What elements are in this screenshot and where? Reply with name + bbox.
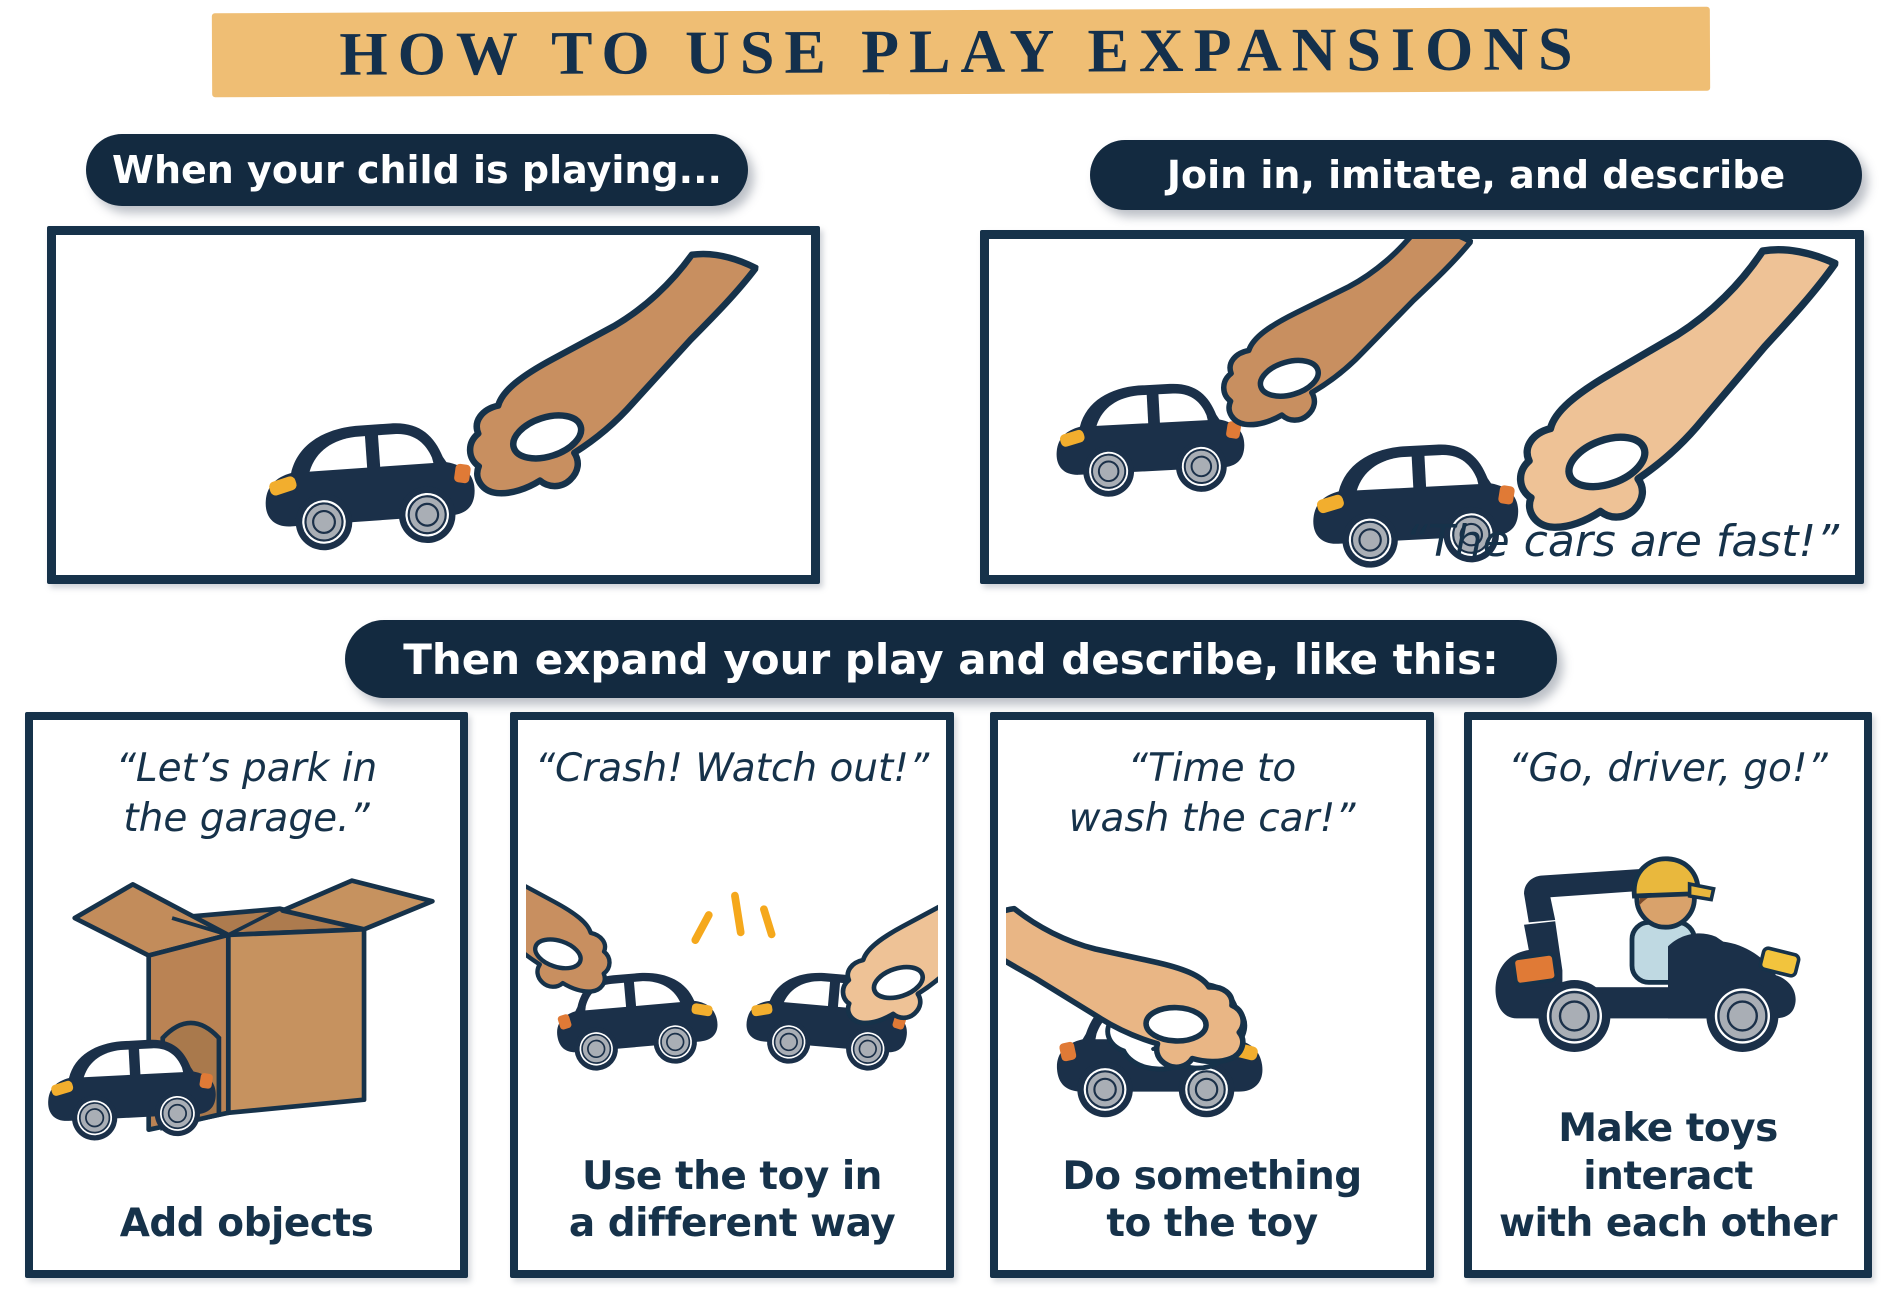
when-child-playing-label: When your child is playing... xyxy=(112,148,722,192)
adult-hand-icon xyxy=(840,835,938,1040)
child-playing-frame xyxy=(47,226,820,584)
child-hand-icon xyxy=(466,235,757,518)
panel-do-something: “Time to wash the car!” Do something to … xyxy=(990,712,1434,1278)
panel-caption: Add objects xyxy=(119,1201,374,1247)
title-banner: HOW TO USE PLAY EXPANSIONS xyxy=(211,6,1711,98)
cars-crashing-illustration xyxy=(526,828,938,1075)
cars-are-fast-quote: “The cars are fast!” xyxy=(1405,516,1839,567)
expand-play-pill: Then expand your play and describe, like… xyxy=(345,620,1557,698)
panel-caption: Make toys interact with each other xyxy=(1499,1106,1838,1247)
driver-cap xyxy=(1631,855,1701,899)
panel-art xyxy=(518,794,946,1153)
washing-car-illustration xyxy=(1006,858,1264,1138)
toy-car-icon xyxy=(1052,379,1248,501)
panel-art xyxy=(998,844,1426,1153)
driver-in-car-illustration xyxy=(1495,855,1801,1052)
panel-caption: Use the toy in a different way xyxy=(568,1153,896,1247)
panel-caption: Do something to the toy xyxy=(1062,1153,1362,1247)
page-title: HOW TO USE PLAY EXPANSIONS xyxy=(339,14,1583,89)
when-child-playing-pill: When your child is playing... xyxy=(86,134,748,206)
child-hand-icon xyxy=(526,828,612,1008)
join-imitate-label: Join in, imitate, and describe xyxy=(1166,153,1786,197)
panel-quote: “Go, driver, go!” xyxy=(1508,746,1828,791)
crash-sparks-icon xyxy=(691,892,776,945)
car-in-box-garage-illustration xyxy=(43,878,435,1144)
panel-different-way: “Crash! Watch out!” xyxy=(510,712,954,1278)
child-pushing-car-illustration xyxy=(259,235,811,556)
join-imitate-pill: Join in, imitate, and describe xyxy=(1090,140,1862,210)
panel-art xyxy=(1472,794,1864,1105)
panel-art xyxy=(33,844,460,1201)
panel-quote: “Time to wash the car!” xyxy=(1068,746,1356,841)
driver-cap-brim xyxy=(1687,881,1716,902)
panel-quote: “Let’s park in the garage.” xyxy=(115,746,378,841)
panel-add-objects: “Let’s park in the garage.” Add objects xyxy=(25,712,468,1278)
expand-play-label: Then expand your play and describe, like… xyxy=(403,634,1499,684)
join-imitate-frame: “The cars are fast!” xyxy=(980,230,1864,584)
adult-hand-icon xyxy=(1517,239,1836,546)
child-hand-icon xyxy=(1219,239,1472,452)
toy-car-icon xyxy=(259,416,480,556)
panel-toys-interact: “Go, driver, go!” xyxy=(1464,712,1872,1278)
box-right-face xyxy=(225,927,366,1116)
panel-quote: “Crash! Watch out!” xyxy=(534,746,930,791)
